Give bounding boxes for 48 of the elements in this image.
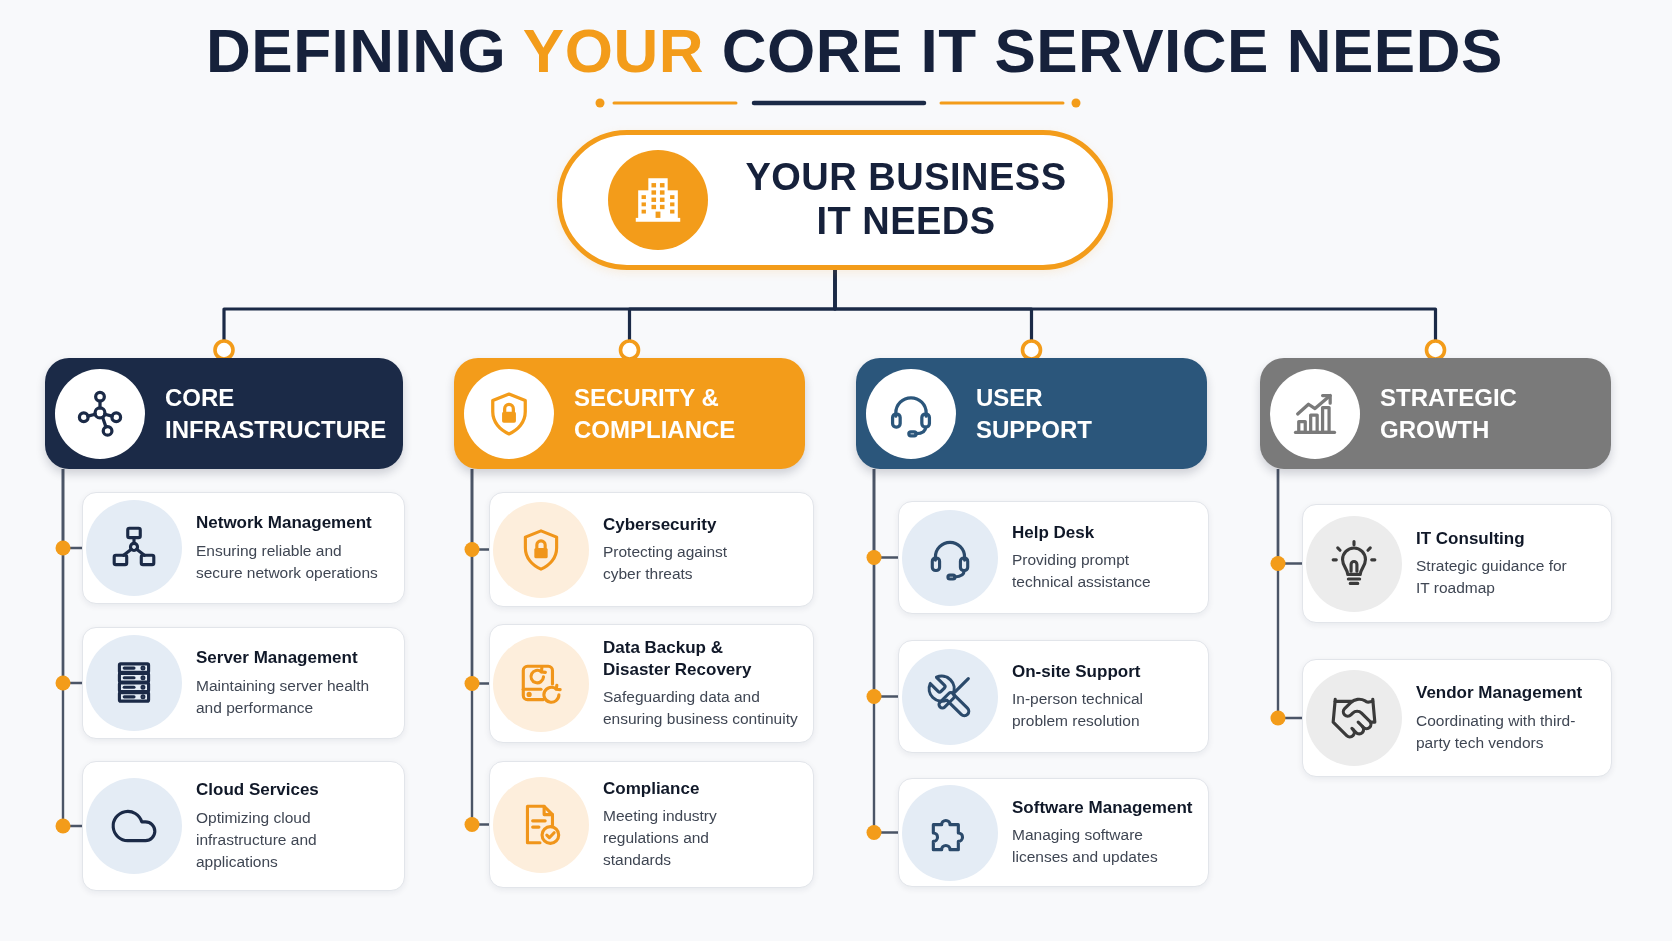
service-card <box>898 640 1209 753</box>
category-title: SECURITY & COMPLIANCE <box>574 383 737 445</box>
category-title: USER SUPPORT <box>976 383 1093 445</box>
connector-line <box>833 270 1447 361</box>
category-title: CORE INFRASTRUCTURE <box>165 383 388 445</box>
service-card <box>489 761 814 888</box>
service-description: Coordinating with third-party tech vendors <box>1416 710 1577 753</box>
category-header <box>1260 358 1611 469</box>
category-header <box>856 358 1207 469</box>
service-description: Providing prompt technical assistance <box>1012 550 1152 593</box>
service-card <box>1302 659 1612 777</box>
service-card <box>82 761 405 891</box>
service-description: In-person technical problem resolution <box>1012 689 1144 732</box>
service-title: Cybersecurity <box>603 513 717 536</box>
service-title: Cloud Services <box>196 779 319 801</box>
category-title: STRATEGIC GROWTH <box>1380 383 1518 445</box>
service-description: Ensuring reliable and secure network operations <box>196 540 379 583</box>
service-card <box>898 501 1209 614</box>
service-description: Meeting industry regulations and standards <box>603 806 718 871</box>
connector-line <box>470 469 489 826</box>
connector-line <box>1276 469 1302 720</box>
service-description: Protecting against cyber threats <box>603 542 729 585</box>
category-header <box>45 358 403 469</box>
service-description: Safeguarding data and ensuring business continuity <box>603 686 799 729</box>
service-title: Vendor Management <box>1416 682 1583 704</box>
service-title: Software Management <box>1012 796 1193 819</box>
central-title: YOUR BUSINESS IT NEEDS <box>744 156 1068 244</box>
service-card <box>1302 504 1612 623</box>
service-title: IT Consulting <box>1416 527 1525 550</box>
service-title: Compliance <box>603 777 700 800</box>
service-card <box>82 492 405 604</box>
service-card <box>82 627 405 739</box>
service-title: Network Management <box>196 512 372 534</box>
service-card <box>489 624 814 743</box>
service-title: On-site Support <box>1012 660 1141 683</box>
service-description: Maintaining server health and performance <box>196 675 371 718</box>
service-title: Data Backup & Disaster Recovery <box>603 637 753 680</box>
service-description: Managing software licenses and updates <box>1012 825 1159 868</box>
connector-line <box>872 469 898 834</box>
service-card <box>898 778 1209 887</box>
service-description: Optimizing cloud infrastructure and applications <box>196 807 318 872</box>
service-card <box>489 492 814 607</box>
service-description: Strategic guidance for IT roadmap <box>1416 556 1568 599</box>
service-title: Help Desk <box>1012 521 1095 544</box>
connector-line <box>61 469 82 828</box>
page-title: DEFINING YOUR CORE IT SERVICE NEEDS <box>206 17 1503 86</box>
service-title: Server Management <box>196 647 358 669</box>
category-header <box>454 358 805 469</box>
